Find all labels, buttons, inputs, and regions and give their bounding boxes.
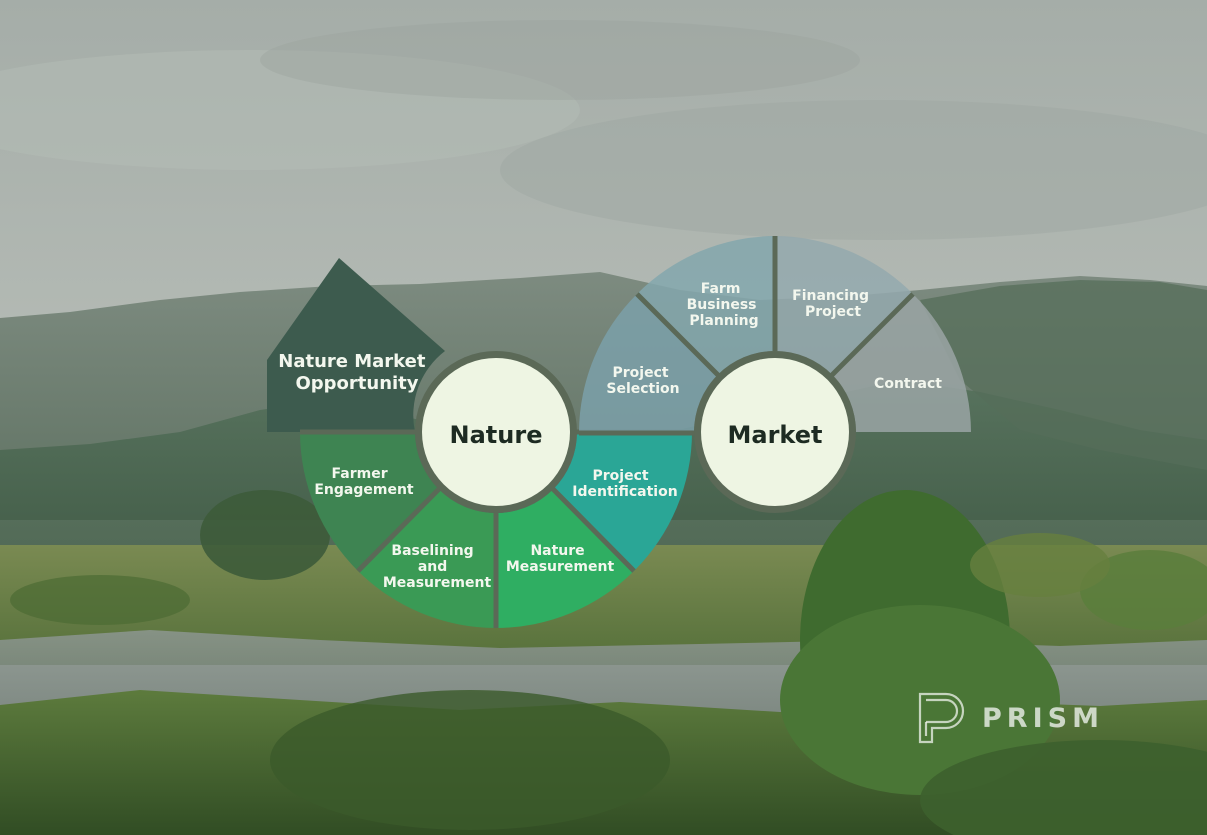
shrub: [970, 533, 1110, 597]
market-dividers: [579, 236, 915, 436]
segment-contract[interactable]: [775, 294, 971, 432]
cloud: [500, 100, 1207, 240]
market-hub[interactable]: [701, 358, 849, 506]
market-hub-label: Market: [728, 421, 823, 449]
label-baselining-and-measurement: Baselining and Measurement: [383, 543, 492, 591]
segment-farm-business-planning[interactable]: [637, 236, 775, 432]
shrub: [270, 690, 670, 830]
segment-nature-market-opportunity[interactable]: [267, 258, 496, 432]
shrub: [920, 740, 1207, 835]
nature-hub[interactable]: [422, 358, 570, 506]
label-nature-measurement: Nature Measurement: [506, 543, 615, 575]
segment-farmer-engagement[interactable]: [300, 432, 496, 571]
nature-wheel: Nature Nature Market Opportunity Farmer …: [267, 258, 692, 628]
cloud: [0, 50, 580, 170]
right-hill: [920, 280, 1207, 470]
tree: [200, 490, 330, 580]
segment-project-identification[interactable]: [496, 432, 692, 571]
label-contract: Contract: [874, 376, 942, 392]
label-nature-market-opportunity: Nature Market Opportunity: [278, 351, 432, 394]
segment-project-selection[interactable]: [579, 294, 775, 432]
segment-nature-measurement[interactable]: [496, 432, 634, 628]
label-farm-business-planning: Farm Business Planning: [687, 281, 762, 329]
label-financing-project: Financing Project: [792, 288, 874, 320]
shrub: [10, 575, 190, 625]
segment-financing-project[interactable]: [775, 236, 913, 432]
label-project-identification: Project Identification: [572, 468, 677, 500]
prism-logo-icon: [918, 692, 965, 744]
cloud: [260, 20, 860, 100]
market-wheel: Market Project Selection Farm Business P…: [579, 236, 971, 513]
label-farmer-engagement: Farmer Engagement: [314, 466, 414, 498]
label-project-selection: Project Selection: [606, 365, 679, 397]
shrub: [1080, 550, 1207, 630]
prism-logo: PRISM: [916, 690, 1104, 746]
nature-hub-label: Nature: [450, 421, 543, 449]
segment-baselining-and-measurement[interactable]: [358, 432, 496, 628]
prism-logo-text: PRISM: [982, 702, 1104, 734]
